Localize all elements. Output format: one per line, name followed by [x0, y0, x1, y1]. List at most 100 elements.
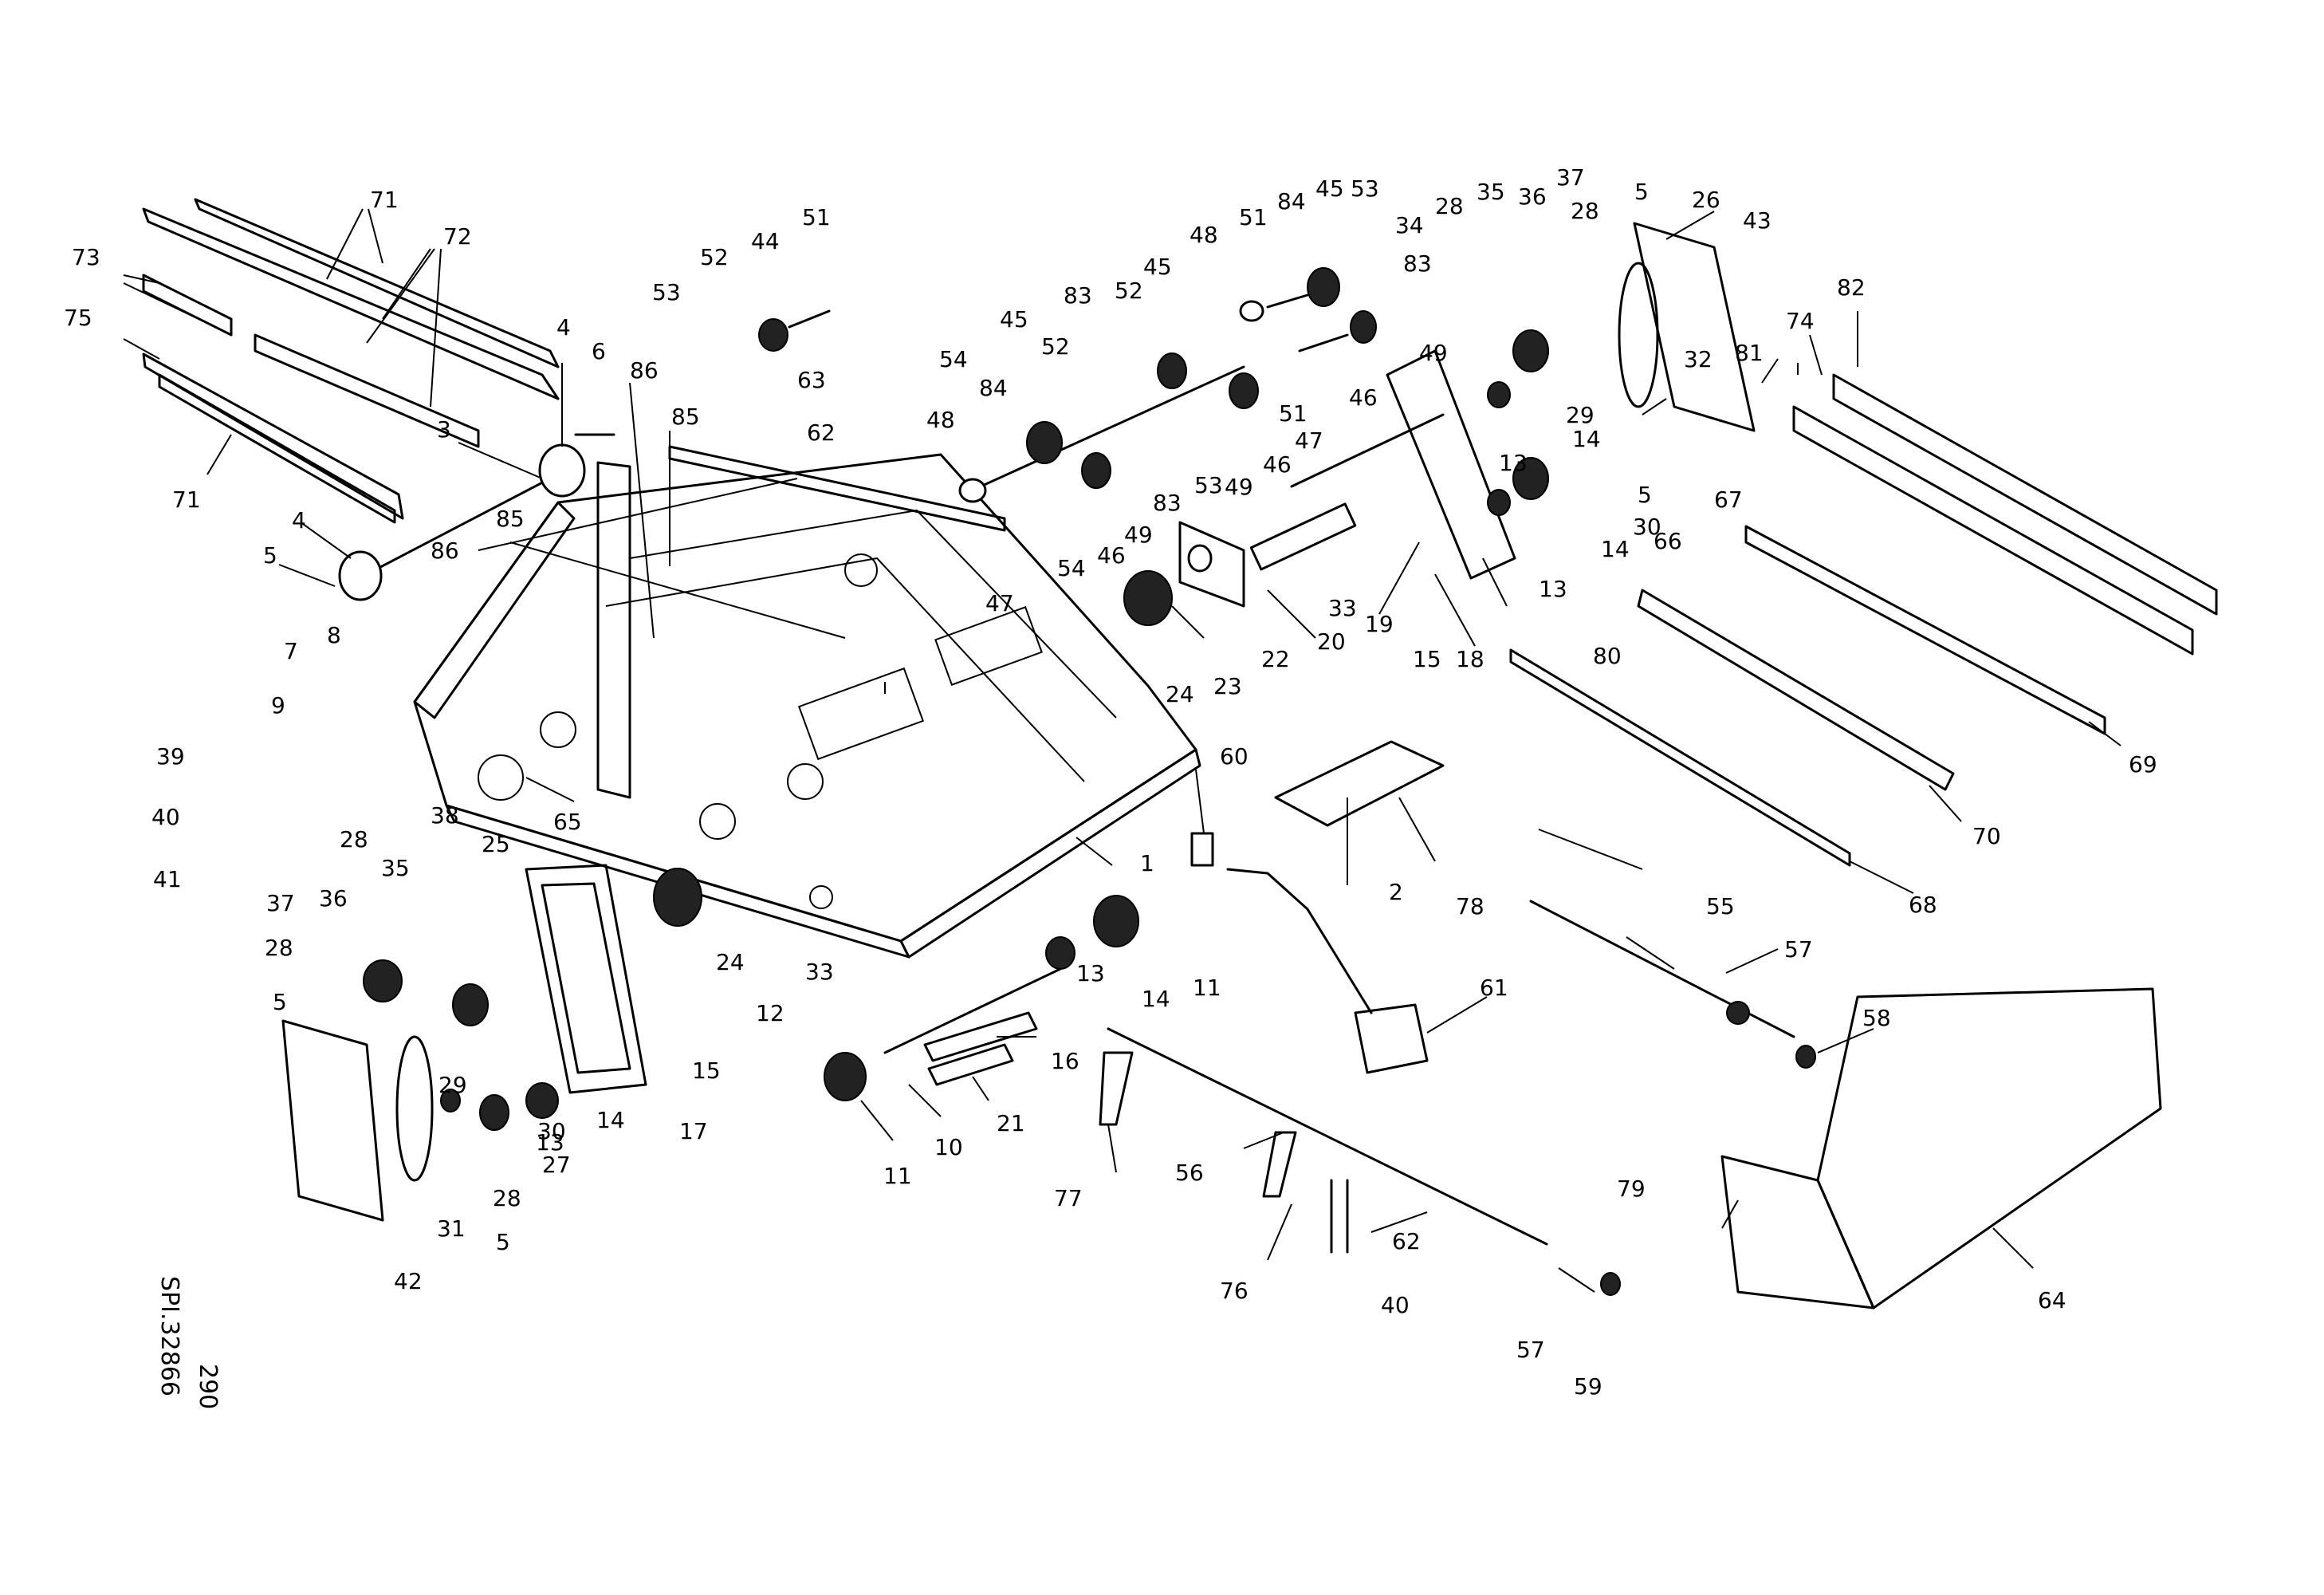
callout-24a: 24 — [1166, 681, 1194, 707]
callout-79: 79 — [1617, 1176, 1646, 1202]
callout-28a: 28 — [340, 826, 368, 853]
callout-28b: 28 — [265, 935, 293, 961]
callout-36b: 36 — [1518, 183, 1547, 210]
callout-40a: 40 — [151, 804, 180, 830]
callout-59: 59 — [1574, 1373, 1602, 1400]
callout-5c: 5 — [496, 1229, 510, 1255]
motor-left — [653, 868, 702, 927]
callout-15b: 15 — [1413, 646, 1441, 672]
callout-11a: 11 — [1193, 975, 1221, 1001]
callout-7: 7 — [284, 638, 298, 664]
callout-54a: 54 — [939, 346, 968, 372]
callout-4b: 4 — [292, 507, 306, 534]
callout-74: 74 — [1786, 308, 1815, 334]
guard-cover-right — [1633, 222, 1756, 432]
callout-labels: 1 2 3 4 4 5 5 5 5 5 6 7 8 9 10 11 11 12 … — [64, 164, 2157, 1400]
callout-5e: 5 — [1638, 482, 1652, 508]
part-drawings — [142, 198, 2218, 1309]
callout-5d: 5 — [1634, 179, 1649, 205]
callout-5a: 5 — [263, 542, 277, 569]
callout-44: 44 — [751, 228, 780, 254]
callout-14d: 14 — [1601, 536, 1630, 562]
callout-16: 16 — [1051, 1048, 1079, 1074]
callout-54b: 54 — [1057, 555, 1086, 581]
callout-49c: 49 — [1419, 340, 1448, 366]
callout-38: 38 — [431, 802, 459, 829]
callout-22: 22 — [1261, 646, 1290, 672]
callout-5b: 5 — [273, 989, 287, 1015]
cover-42 — [281, 1019, 384, 1222]
callout-37b: 37 — [1556, 164, 1585, 191]
callout-62b: 62 — [1392, 1228, 1421, 1254]
callout-39: 39 — [156, 743, 185, 770]
long-plate-upper-right — [1832, 373, 2218, 616]
callout-57a: 57 — [1784, 936, 1813, 963]
callout-78: 78 — [1456, 893, 1484, 920]
round-cover — [478, 754, 524, 801]
callout-49a: 49 — [1124, 522, 1153, 548]
rail-70 — [1637, 589, 1955, 791]
callout-46b: 46 — [1263, 451, 1292, 478]
shaft-55 — [1529, 900, 1816, 1069]
left-frame — [525, 864, 647, 1094]
callout-52b: 52 — [1041, 333, 1070, 360]
callout-8: 8 — [327, 622, 341, 648]
callout-28d: 28 — [1435, 193, 1464, 219]
sheet-number: 290 — [194, 1364, 222, 1410]
callout-46a: 46 — [1097, 542, 1126, 569]
callout-24b: 24 — [716, 949, 745, 975]
callout-51a: 51 — [802, 204, 831, 230]
callout-32: 32 — [1684, 346, 1713, 372]
callout-33b: 33 — [1328, 595, 1357, 621]
callout-52c: 52 — [1115, 278, 1143, 304]
rail-68 — [1509, 648, 1851, 867]
callout-3: 3 — [437, 416, 451, 443]
callout-29b: 29 — [1566, 402, 1595, 428]
callout-18: 18 — [1456, 646, 1484, 672]
callout-83c: 83 — [1403, 250, 1432, 277]
callout-15a: 15 — [692, 1057, 721, 1084]
flat-plate — [1274, 740, 1445, 827]
left-rails — [142, 198, 560, 524]
callout-48b: 48 — [1190, 222, 1218, 248]
callout-77: 77 — [1054, 1185, 1083, 1211]
callout-81: 81 — [1735, 340, 1764, 366]
callout-4a: 4 — [556, 314, 571, 341]
callout-57b: 57 — [1516, 1337, 1545, 1363]
callout-84a: 84 — [979, 375, 1008, 401]
callout-13d: 13 — [1539, 576, 1567, 602]
callout-49b: 49 — [1225, 474, 1253, 500]
upper-shaft-assembly — [758, 267, 1377, 503]
callout-58: 58 — [1862, 1005, 1891, 1031]
callout-17: 17 — [679, 1118, 708, 1144]
callout-60: 60 — [1220, 743, 1249, 770]
callout-45a: 45 — [1000, 306, 1028, 333]
callout-25: 25 — [482, 831, 510, 857]
callout-27: 27 — [542, 1152, 571, 1178]
callout-29a: 29 — [438, 1072, 467, 1098]
callout-84b: 84 — [1277, 188, 1306, 215]
callout-48a: 48 — [926, 407, 955, 433]
callout-30a: 30 — [537, 1118, 566, 1144]
lever-assembly — [1190, 832, 1429, 1074]
callout-76: 76 — [1220, 1278, 1249, 1304]
callout-86a: 86 — [630, 357, 659, 384]
callout-37a: 37 — [266, 890, 295, 916]
callout-53c: 53 — [1351, 175, 1379, 202]
callout-34: 34 — [1395, 212, 1424, 238]
shaft-56 — [1099, 1027, 1621, 1296]
callout-33a: 33 — [805, 959, 834, 985]
callout-13c: 13 — [1499, 450, 1528, 476]
callout-67: 67 — [1714, 486, 1743, 513]
callout-64: 64 — [2038, 1287, 2066, 1313]
callout-47a: 47 — [985, 590, 1014, 616]
callout-19: 19 — [1365, 611, 1394, 637]
callout-72: 72 — [443, 223, 472, 250]
lower-shaft — [824, 895, 1139, 1101]
callout-83b: 83 — [1153, 490, 1182, 516]
pulley-shaft — [338, 433, 615, 601]
callout-68: 68 — [1909, 892, 1937, 918]
callout-45b: 45 — [1143, 254, 1172, 280]
callout-86b: 86 — [431, 538, 459, 564]
